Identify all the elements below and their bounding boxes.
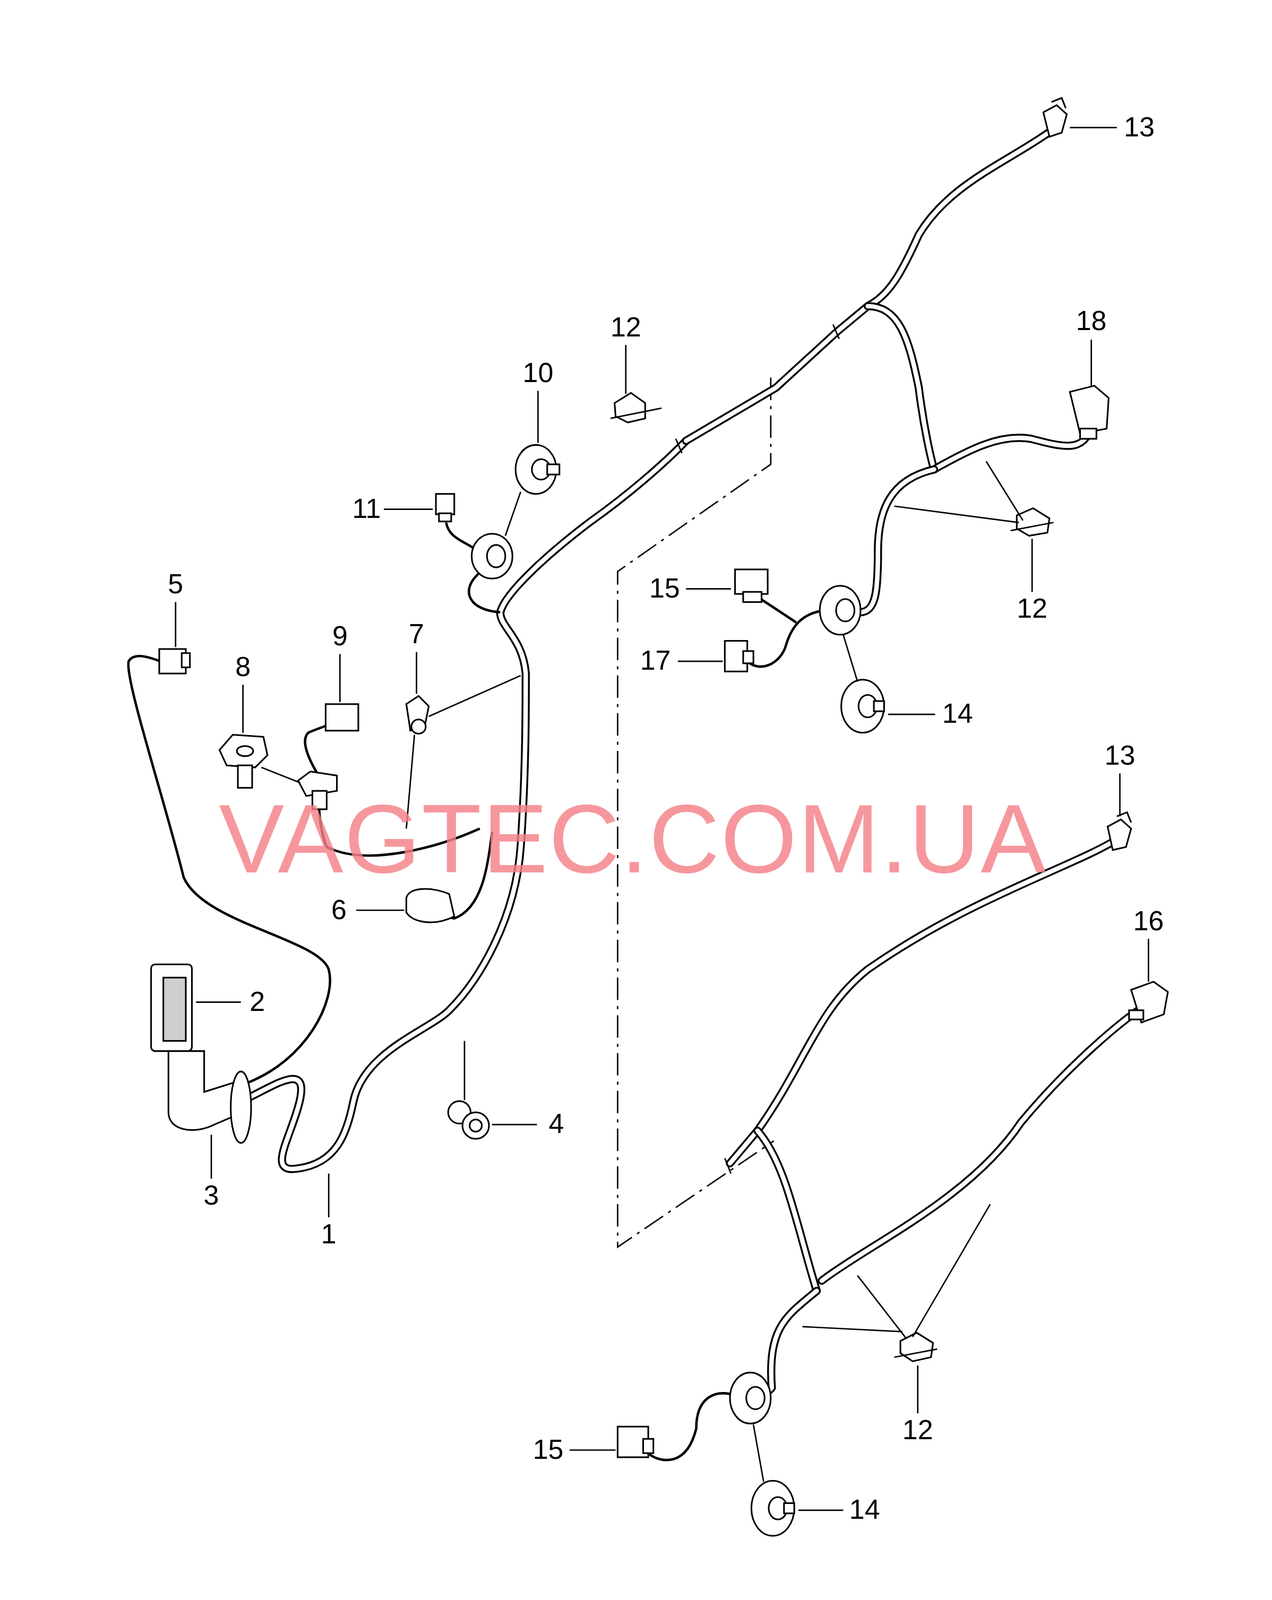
callout-number: 12 [899, 1416, 936, 1447]
watermark: VAGTEC.COM.UA [218, 789, 1047, 889]
callout-number: 3 [200, 1181, 222, 1212]
callout-number: 1 [318, 1220, 340, 1251]
callout-number: 15 [646, 574, 683, 605]
callout-number: 11 [349, 494, 384, 525]
callout-number: 8 [231, 652, 254, 683]
callout-number: 14 [939, 699, 976, 730]
callout-number: 18 [1072, 306, 1110, 337]
callout-number: 17 [637, 646, 674, 677]
callout-number: 15 [529, 1436, 567, 1466]
callout-number: 10 [519, 358, 557, 389]
callout-number: 2 [246, 987, 268, 1018]
callout-number: 13 [1120, 112, 1158, 143]
leader-line [175, 127, 1149, 1511]
callout-number: 14 [846, 1496, 883, 1526]
grommet [471, 444, 884, 1537]
callout-number: 9 [329, 622, 351, 652]
callout-number: 13 [1101, 741, 1139, 772]
callout-number: 4 [545, 1110, 567, 1140]
callout-number: 12 [1013, 594, 1051, 625]
callout-number: 16 [1130, 907, 1167, 938]
connector [159, 98, 1168, 1458]
callout-number: 12 [607, 312, 644, 343]
callout-number: 7 [405, 620, 427, 650]
callout-number: 5 [165, 570, 187, 600]
callout-number: 6 [328, 895, 350, 926]
multi-connector [151, 964, 252, 1144]
